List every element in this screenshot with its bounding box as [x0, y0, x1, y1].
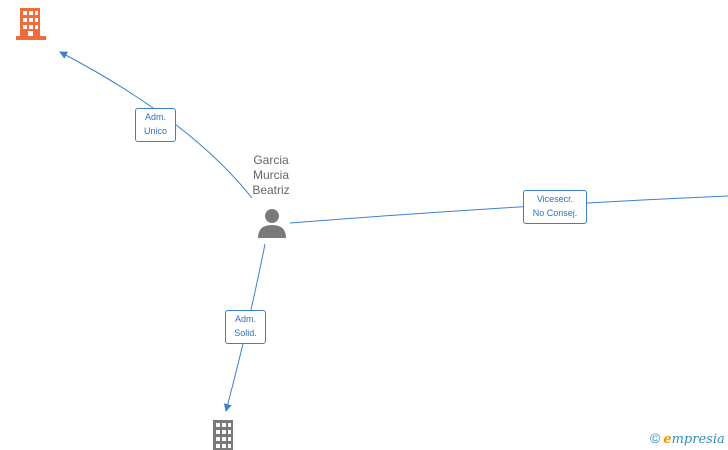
watermark: ©empresia: [650, 430, 725, 447]
edge-label-adm-unico[interactable]: Adm. Unico: [135, 108, 176, 142]
edge-label-adm-solid[interactable]: Adm. Solid.: [225, 310, 266, 344]
copyright-symbol: ©: [650, 430, 661, 446]
brand-logo: empresia: [663, 432, 724, 447]
edge-vicesecr: [289, 195, 728, 224]
edge-label-vicesecr[interactable]: Vicesecr. No Consej.: [523, 190, 587, 224]
brand-initial: e: [663, 432, 672, 447]
person-name[interactable]: Garcia Murcia Beatriz: [252, 153, 290, 197]
building-icon[interactable]: [213, 420, 233, 450]
brand-rest: mpresia: [671, 432, 725, 447]
person-icon[interactable]: [258, 209, 286, 238]
building-icon[interactable]: [16, 8, 46, 40]
